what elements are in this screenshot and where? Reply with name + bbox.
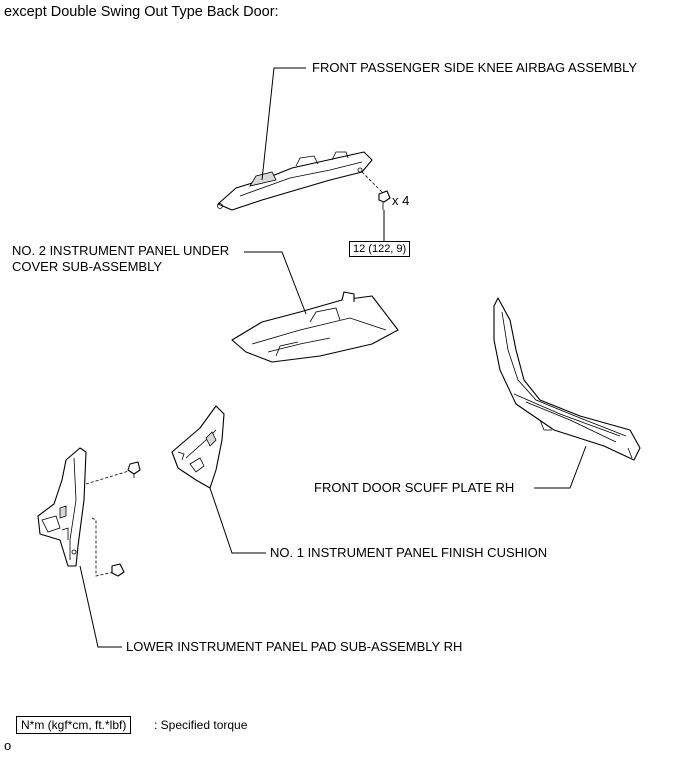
leader-scuff-plate [534,445,587,489]
pad-clip-lower [111,563,125,577]
label-under-cover-line1: NO. 2 INSTRUMENT PANEL UNDER [12,243,230,258]
torque-value-box: 12 (122, 9) [349,241,411,257]
finish-cushion-part [171,405,225,489]
leader-under-cover [244,251,307,315]
label-under-cover-line2: COVER SUB-ASSEMBLY [12,259,163,274]
legend-torque-box: N*m (kgf*cm, ft.*lbf) [16,716,132,734]
airbag-bolt [378,190,391,210]
bolt-count-label: x 4 [392,193,410,208]
label-knee-airbag: FRONT PASSENGER SIDE KNEE AIRBAG ASSEMBL… [312,60,638,75]
diagram-title: except Double Swing Out Type Back Door: [4,4,279,20]
leader-lower-pad [79,565,122,648]
label-lower-pad: LOWER INSTRUMENT PANEL PAD SUB-ASSEMBLY … [126,639,463,654]
scuff-plate-part [493,297,641,461]
pad-clip-upper [127,461,141,478]
legend-torque-desc: : Specified torque [154,718,248,732]
leader-finish-cushion [209,487,266,554]
knee-airbag-part [217,151,373,211]
label-scuff-plate: FRONT DOOR SCUFF PLATE RH [314,480,515,495]
label-finish-cushion: NO. 1 INSTRUMENT PANEL FINISH CUSHION [270,545,548,560]
leader-airbag [261,67,306,181]
lower-pad-part [37,447,87,567]
under-cover-part [231,291,399,363]
footer-mark: o [4,738,12,753]
